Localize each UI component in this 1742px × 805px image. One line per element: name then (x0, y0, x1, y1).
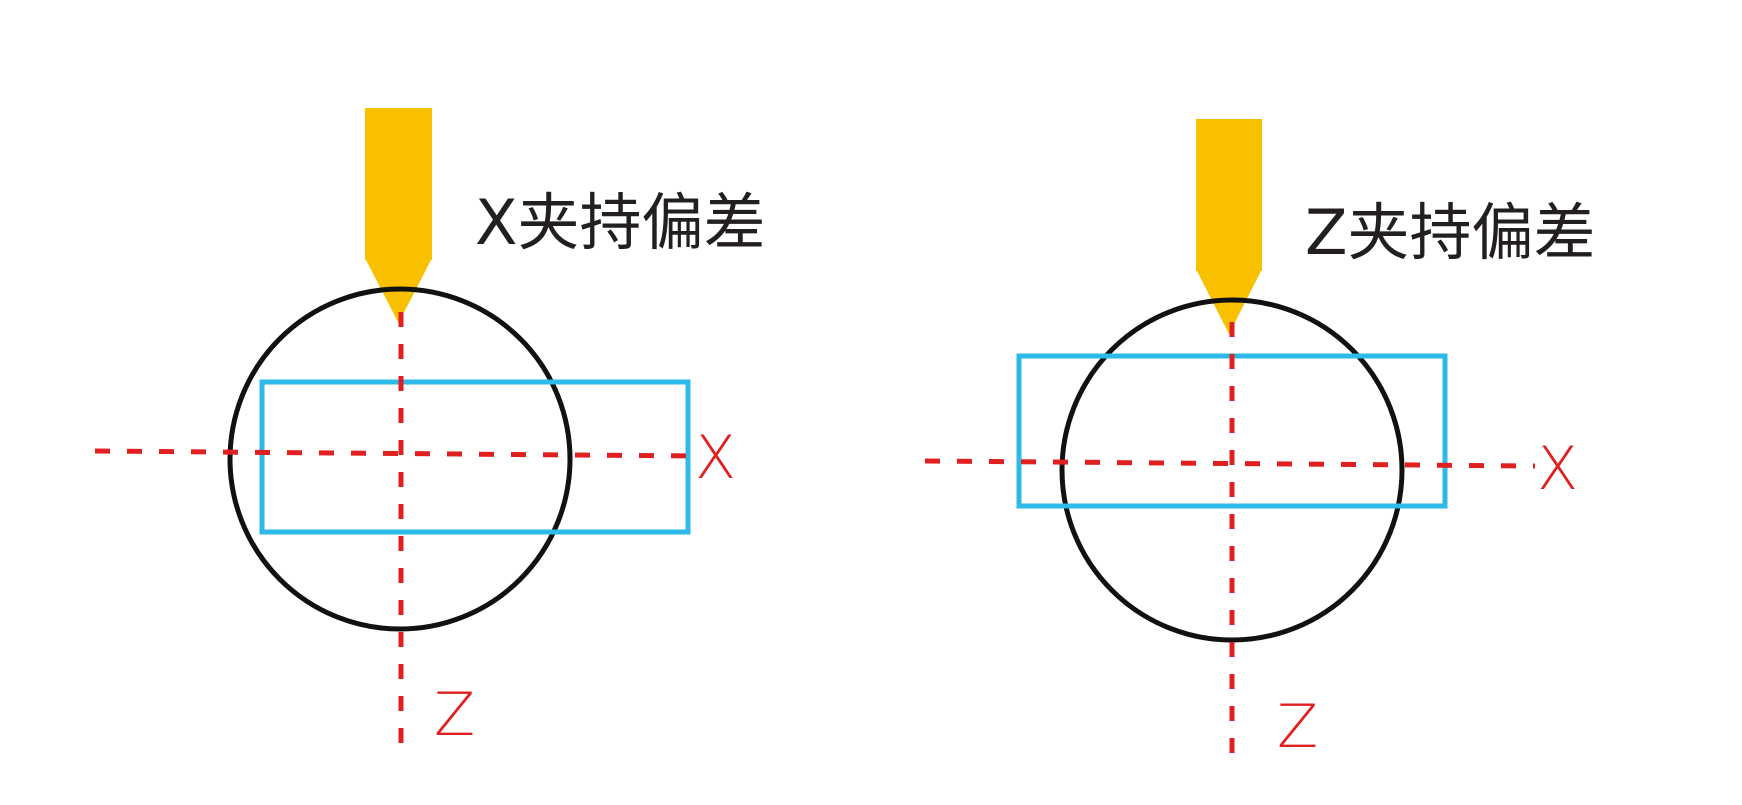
x-clamping-diagram: X夹持偏差 X Z (94, 108, 765, 750)
workpiece-circle-right (1059, 297, 1405, 643)
x-axis-label-left: X (695, 423, 736, 493)
workpiece-circle-left (227, 286, 573, 632)
z-axis-label-left: Z (434, 680, 475, 750)
x-clamping-title: X夹持偏差 (475, 186, 765, 259)
x-axis-line-right (924, 458, 1536, 469)
x-axis-line-left (94, 448, 696, 459)
workpiece-rectangle-left (259, 379, 691, 535)
z-clamping-title: Z夹持偏差 (1305, 196, 1595, 269)
z-clamping-diagram: Z夹持偏差 X Z (924, 119, 1595, 762)
tool-shank-right (1196, 119, 1262, 271)
x-axis-label-right: X (1537, 434, 1578, 504)
tool-shank-left (365, 108, 432, 260)
z-axis-label-right: Z (1277, 692, 1318, 762)
